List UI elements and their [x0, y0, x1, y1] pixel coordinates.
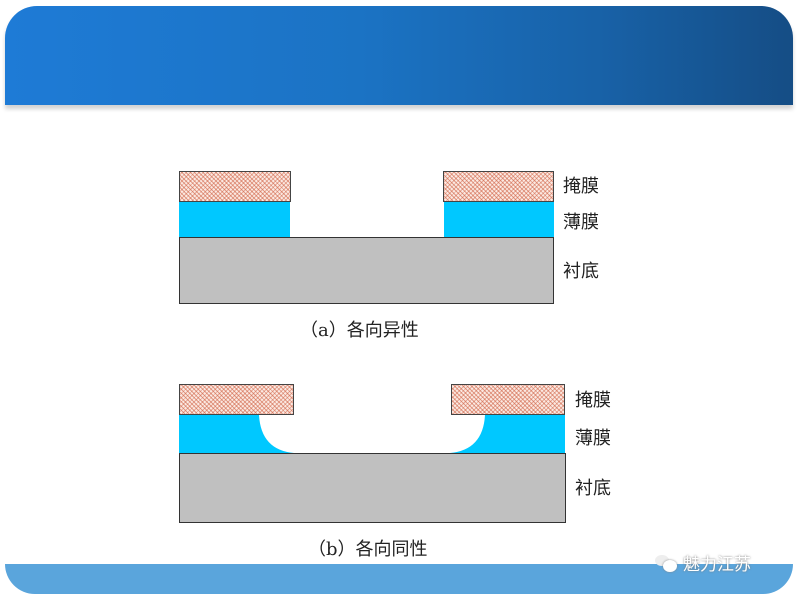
label-mask: 掩膜 [563, 176, 599, 197]
substrate [179, 237, 554, 304]
mask-right [451, 384, 565, 415]
watermark-text: 魅力江苏 [683, 555, 751, 575]
watermark: 魅力江苏 [655, 550, 751, 575]
mask-left [179, 171, 291, 202]
caption-b: （b）各向同性 [308, 539, 428, 560]
film-undercut-shape [179, 415, 565, 453]
label-substrate: 衬底 [575, 478, 611, 499]
header-bar [5, 6, 793, 105]
label-film: 薄膜 [563, 212, 599, 233]
label-film: 薄膜 [575, 428, 611, 449]
film-left [179, 202, 290, 238]
mask-left [179, 384, 294, 415]
film-right [444, 202, 554, 238]
footer-bar [5, 564, 793, 594]
label-substrate: 衬底 [563, 261, 599, 282]
label-mask: 掩膜 [575, 390, 611, 411]
substrate [179, 453, 566, 523]
mask-right [443, 171, 554, 202]
wechat-icon [655, 553, 679, 573]
caption-a: （a）各向异性 [300, 320, 419, 341]
